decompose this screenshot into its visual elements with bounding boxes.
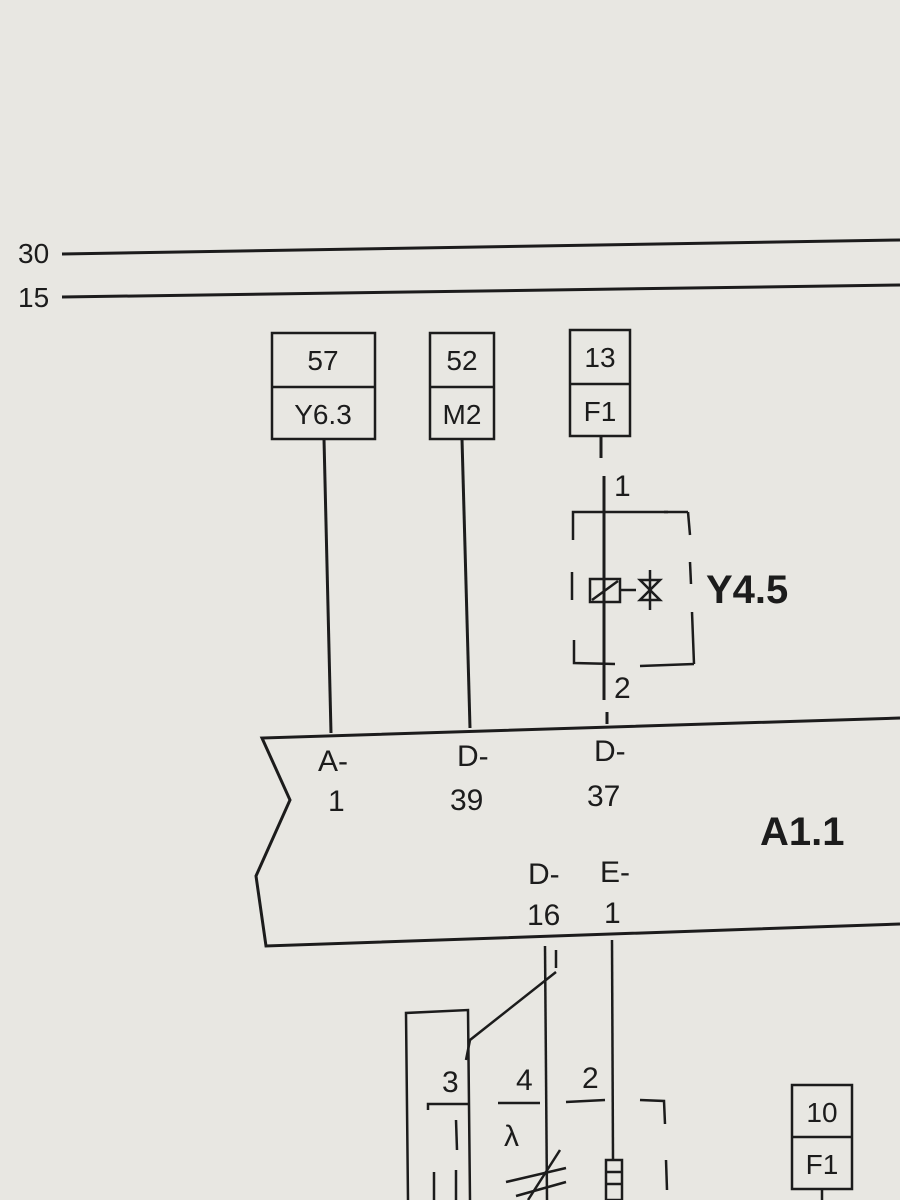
pin-e1-prefix: E- <box>600 856 630 889</box>
sensor-pin-3: 3 <box>442 1066 459 1099</box>
rail-15-label: 15 <box>18 282 49 313</box>
sensor-wiring <box>404 939 669 1200</box>
rail-30: 30 <box>18 238 900 269</box>
ecu-outline <box>254 716 900 948</box>
pin-d16-prefix: D- <box>528 858 560 891</box>
valve-pin-2: 2 <box>614 672 631 705</box>
box-52-top: 52 <box>446 345 477 376</box>
pin-a-prefix: A- <box>318 745 348 778</box>
rail-30-label: 30 <box>18 238 49 269</box>
box-10-bottom: F1 <box>806 1149 839 1180</box>
box-13-bottom: F1 <box>584 396 617 427</box>
rail-15: 15 <box>18 282 900 313</box>
pin-d39-number: 39 <box>450 784 483 817</box>
connector-box-57 <box>270 331 377 441</box>
box-52-bottom: M2 <box>443 399 482 430</box>
pin-d39-prefix: D- <box>457 740 489 773</box>
lambda-symbol: λ <box>504 1120 519 1153</box>
valve-label: Y4.5 <box>706 568 788 612</box>
pin-e1-number: 1 <box>604 897 621 930</box>
sensor-pin-2: 2 <box>582 1062 599 1095</box>
connector-box-10 <box>790 1083 854 1200</box>
box-57-top: 57 <box>307 345 338 376</box>
sensor-pin-4: 4 <box>516 1064 533 1097</box>
pin-d37-number: 37 <box>587 780 620 813</box>
valve-pin-1: 1 <box>614 470 631 503</box>
box-10-top: 10 <box>806 1097 837 1128</box>
box-13-top: 13 <box>584 342 615 373</box>
ecu-label: A1.1 <box>760 810 845 854</box>
pin-d16-number: 16 <box>527 899 560 932</box>
pin-a-number: 1 <box>328 785 345 818</box>
box-57-bottom: Y6.3 <box>294 399 352 430</box>
pin-d37-prefix: D- <box>594 735 626 768</box>
valve-y45 <box>570 510 696 668</box>
